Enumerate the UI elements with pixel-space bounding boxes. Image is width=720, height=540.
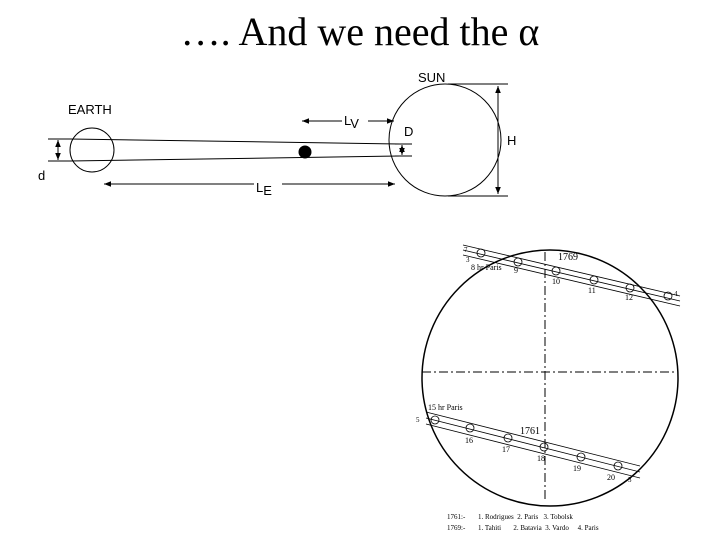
sightline-lower [69, 155, 401, 162]
venus-1769-10 [551, 266, 561, 276]
track-1761 [425, 411, 641, 479]
track-1769-line-c [462, 254, 681, 307]
marker-7: 7 [464, 246, 468, 254]
hour-10: 10 [552, 277, 560, 286]
sun-label: SUN [418, 70, 445, 85]
D-label: D [404, 124, 413, 139]
venus-1769-11 [589, 275, 599, 285]
venus-1761-16 [465, 423, 475, 433]
venus-1761-15 [430, 415, 440, 425]
year-1761-label: 1761 [520, 426, 540, 437]
track-1769-line-b [462, 249, 681, 302]
hour-20: 20 [607, 473, 615, 482]
lv-label: LV [344, 113, 359, 131]
solar-disk [421, 249, 679, 507]
venus-1761-19 [576, 452, 586, 462]
marker-3-right: 3 [628, 476, 632, 484]
venus-1769-9 [513, 257, 523, 267]
venus-1761-20 [613, 461, 623, 471]
venus-1769-end [663, 291, 673, 301]
track-1769-line-a [462, 244, 681, 297]
hour-12: 12 [625, 293, 633, 302]
track-1761-line-b [425, 417, 641, 473]
venus-1761-18 [539, 442, 549, 452]
hour-11: 11 [588, 286, 596, 295]
hour-17: 17 [502, 445, 510, 454]
geometry-labels: SUN EARTH LV LE D d H [38, 70, 516, 198]
year-1769-label: 1769 [558, 252, 578, 263]
hour-9: 9 [514, 266, 518, 275]
transit-labels: 1769 1761 8 hr Paris 15 hr Paris 9 10 11… [416, 246, 678, 532]
marker-3-left: 3 [466, 256, 470, 264]
venus-1761-17 [503, 433, 513, 443]
venus-1769-8 [476, 248, 486, 258]
sun-circle [388, 83, 502, 197]
marker-5: 5 [416, 416, 420, 424]
slide-title: …. And we need the α [180, 9, 540, 54]
transit-diagram [421, 244, 681, 507]
d-label: d [38, 168, 45, 183]
track-1761-line-c [425, 423, 641, 479]
time-8hr-label: 8 hr Paris [471, 263, 502, 272]
legend-row-1769-year: 1769:- [447, 524, 466, 532]
legend-row-1761-year: 1761:- [447, 513, 466, 521]
hour-16: 16 [465, 436, 473, 445]
earth-circle [69, 127, 115, 173]
marker-4: 4 [674, 290, 678, 298]
legend-row-1761-entries: 1. Rodrigues 2. Paris 3. Tobolsk [478, 513, 573, 521]
hour-19: 19 [573, 464, 581, 473]
venus-dot [298, 145, 312, 159]
track-1769 [462, 244, 681, 307]
track-1761-line-a [425, 411, 641, 467]
sightline-upper [69, 138, 401, 145]
le-label: LE [256, 180, 272, 198]
H-label: H [507, 133, 516, 148]
venus-1769-12 [625, 283, 635, 293]
time-15hr-label: 15 hr Paris [428, 403, 463, 412]
geometry-diagram [48, 83, 508, 197]
earth-label: EARTH [68, 102, 112, 117]
legend-row-1769-entries: 1. Tahiti 2. Batavia 3. Vardo 4. Paris [478, 524, 599, 532]
hour-18: 18 [537, 454, 545, 463]
